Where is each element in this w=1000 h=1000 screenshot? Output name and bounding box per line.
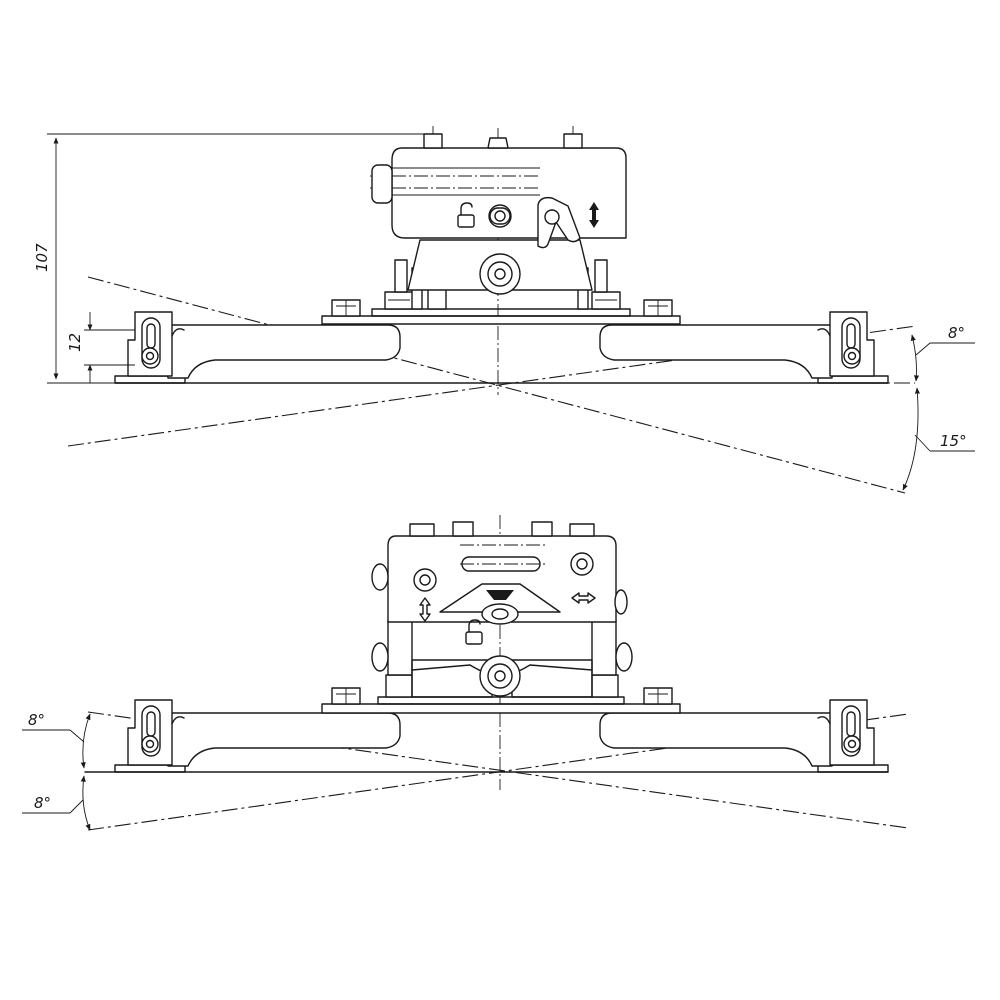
angle-arc-8deg-lower xyxy=(80,775,91,831)
leader-15deg xyxy=(914,434,931,452)
side-knob xyxy=(371,164,393,204)
vertical-adjust-icon xyxy=(589,202,599,228)
head-slot xyxy=(489,207,511,225)
center-base-plate-bottom xyxy=(321,703,681,714)
angle-arc-15deg xyxy=(902,387,920,491)
angle-8deg-label: 8° xyxy=(948,324,965,342)
projector-head-bottom xyxy=(387,535,617,623)
projector-head-top xyxy=(391,147,627,239)
wedge-detail xyxy=(486,590,514,600)
lever-pivot xyxy=(544,209,560,225)
bottom-view: 8° 8° xyxy=(22,515,909,831)
leader-8deg-lower xyxy=(69,799,84,814)
top-view: 107 12 8° 15° xyxy=(33,126,975,494)
side-knob-bottom-right xyxy=(614,589,628,615)
unlock-icon xyxy=(457,202,475,228)
left-foot-bracket-bottom xyxy=(127,699,185,766)
leader-8deg-upper xyxy=(69,729,85,743)
right-foot-bracket xyxy=(817,311,875,377)
dimension-12 xyxy=(84,312,135,383)
wedge-bolt-inner xyxy=(491,608,509,620)
angle-15deg-label: 15° xyxy=(940,432,967,450)
base-bolt-right-bottom xyxy=(643,687,673,705)
angle-8deg-upper-label: 8° xyxy=(28,711,45,729)
top-bolts-bottom xyxy=(409,521,595,537)
center-upper-plate xyxy=(371,308,631,317)
top-bolt-right xyxy=(563,126,583,149)
base-bolt-left-bottom xyxy=(331,687,361,705)
main-pivot-inner xyxy=(494,268,506,280)
top-cap xyxy=(487,137,509,149)
top-bolt-left xyxy=(423,126,443,149)
angle-arc-8deg-upper xyxy=(80,713,91,769)
right-bracket-bottom xyxy=(511,619,633,698)
vertical-adjust-icon xyxy=(419,597,431,622)
left-foot-bracket xyxy=(127,311,185,377)
side-knob-bottom-left xyxy=(371,563,389,591)
right-arm xyxy=(599,324,839,379)
right-arm-bottom xyxy=(599,712,839,767)
center-base-plate xyxy=(321,315,681,325)
horizontal-adjust-icon xyxy=(571,592,596,604)
dimension-107 xyxy=(47,133,425,384)
main-pivot-inner-bottom xyxy=(494,670,506,682)
base-bolt-right xyxy=(643,299,673,317)
left-arm-bottom xyxy=(159,712,401,767)
tilt-line-15deg xyxy=(87,276,906,494)
head-center-bolt-inner xyxy=(494,210,506,222)
head-bolt-left-inner xyxy=(419,574,431,586)
dimension-107-label: 107 xyxy=(33,243,51,272)
head-bolt-right-inner xyxy=(576,558,588,570)
angle-8deg-lower-label: 8° xyxy=(34,794,51,812)
center-upper-plate-bottom xyxy=(377,696,625,705)
base-bolt-left xyxy=(331,299,361,317)
angle-arc-8deg xyxy=(910,334,920,382)
dimension-12-label: 12 xyxy=(66,333,84,352)
right-foot-bracket-bottom xyxy=(817,699,875,766)
left-arm xyxy=(159,324,401,379)
leader-8deg xyxy=(915,342,931,356)
unlock-icon xyxy=(465,619,483,645)
